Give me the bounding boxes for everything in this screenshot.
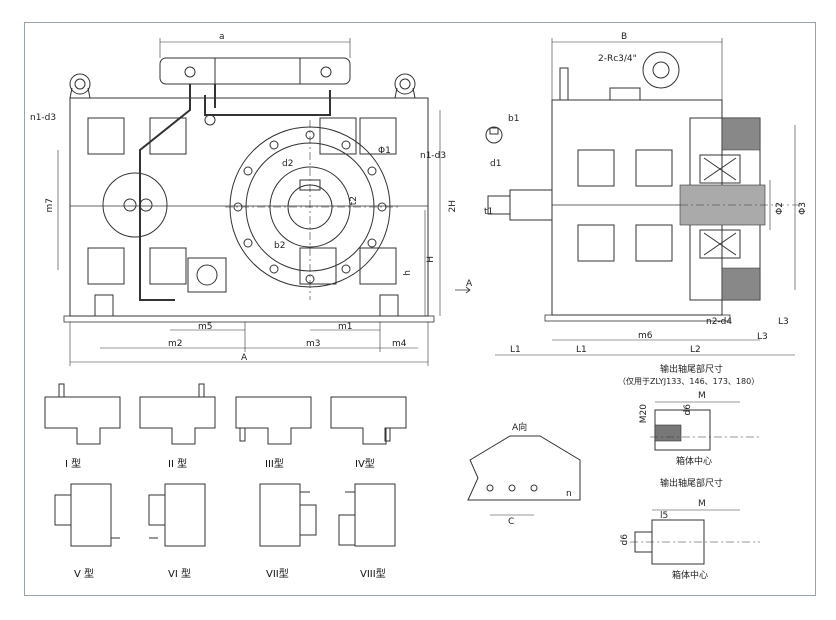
shaft-end-1-center: 箱体中心 bbox=[676, 457, 713, 467]
oil-pump bbox=[187, 257, 227, 293]
mount-type-7: VII型 bbox=[266, 569, 289, 580]
label-n1d3-left: n1-d3 bbox=[30, 113, 57, 123]
shaft-end-2-title: 输出轴尾部尺寸 bbox=[660, 479, 724, 489]
dim-a-top: a bbox=[219, 32, 225, 42]
mount-type-1: I 型 bbox=[65, 459, 82, 470]
dim-a-big: A bbox=[241, 353, 248, 363]
flange-bolt-holes bbox=[233, 130, 387, 284]
mount-type-8: VIII型 bbox=[360, 569, 386, 580]
dim-l3-a: L3 bbox=[778, 317, 789, 327]
dim-phi2: Φ2 bbox=[775, 202, 785, 215]
shaft-end-2-d6: d6 bbox=[620, 534, 630, 546]
front-view bbox=[57, 38, 471, 366]
label-n2d4: n2-d4 bbox=[706, 317, 733, 327]
top-fan bbox=[642, 51, 680, 89]
view-a-title: A向 bbox=[512, 423, 528, 433]
label-t2: t2 bbox=[349, 196, 359, 206]
mount-type-6: VI 型 bbox=[168, 569, 191, 580]
label-phi1: Φ1 bbox=[378, 146, 391, 156]
label-t1: t1 bbox=[484, 207, 494, 217]
view-a-c: C bbox=[508, 517, 515, 527]
label-d1: d1 bbox=[490, 159, 502, 169]
label-b1: b1 bbox=[508, 114, 520, 124]
dim-b: B bbox=[621, 32, 628, 42]
lifting-eye-right bbox=[394, 73, 416, 95]
shaft-end-1-note: （仅用于ZLYJ133、146、173、180） bbox=[618, 377, 760, 386]
dim-l1b: L1 bbox=[576, 345, 587, 355]
mount-type-4: IV型 bbox=[355, 459, 375, 470]
mount-type-shapes bbox=[44, 383, 407, 547]
side-view bbox=[485, 38, 800, 356]
label-n1d3-right: n1-d3 bbox=[420, 151, 447, 161]
label-rc: 2-Rc3/4" bbox=[598, 54, 637, 64]
arrow-a-label: A bbox=[466, 279, 473, 289]
dim-m1: m1 bbox=[338, 322, 353, 332]
mount-type-5: V 型 bbox=[74, 569, 95, 580]
mount-type-2: II 型 bbox=[168, 459, 188, 470]
shaft-end-1-title: 输出轴尾部尺寸 bbox=[660, 365, 724, 375]
dim-m6: m6 bbox=[638, 331, 653, 341]
shaft-end-details bbox=[630, 401, 760, 565]
dim-h: H bbox=[426, 256, 436, 263]
window bbox=[87, 117, 125, 155]
shaft-end-2-center: 箱体中心 bbox=[672, 571, 709, 581]
lifting-eye-left bbox=[69, 73, 91, 95]
shaft-end-1-d6: d6 bbox=[683, 404, 693, 416]
label-b2: b2 bbox=[274, 241, 286, 251]
shaft-end-1-m20: M20 bbox=[639, 404, 649, 424]
dim-h-small: h bbox=[403, 270, 413, 276]
mount-type-3: III型 bbox=[265, 459, 284, 470]
dim-m3: m3 bbox=[306, 339, 321, 349]
shaft-end-2-l5: l5 bbox=[660, 511, 669, 521]
input-shaft bbox=[509, 189, 553, 221]
drawing-frame bbox=[24, 22, 816, 596]
top-cooler bbox=[159, 57, 351, 85]
label-d2: d2 bbox=[282, 159, 294, 169]
shaft-end-1-m: M bbox=[698, 391, 706, 401]
dim-l1: L1 bbox=[510, 345, 521, 355]
dim-m2: m2 bbox=[168, 339, 183, 349]
dim-2h: 2H bbox=[448, 200, 458, 213]
input-boss bbox=[102, 172, 168, 238]
dim-l2: L2 bbox=[690, 345, 701, 355]
view-a-n: n bbox=[566, 489, 572, 499]
dim-m7: m7 bbox=[45, 198, 55, 213]
dim-l3-b: L3 bbox=[757, 332, 768, 342]
view-a-shape bbox=[467, 435, 581, 516]
dim-m4: m4 bbox=[392, 339, 407, 349]
dim-m5: m5 bbox=[198, 322, 213, 332]
shaft-end-2-m: M bbox=[698, 499, 706, 509]
dim-phi3: Φ3 bbox=[798, 202, 808, 215]
